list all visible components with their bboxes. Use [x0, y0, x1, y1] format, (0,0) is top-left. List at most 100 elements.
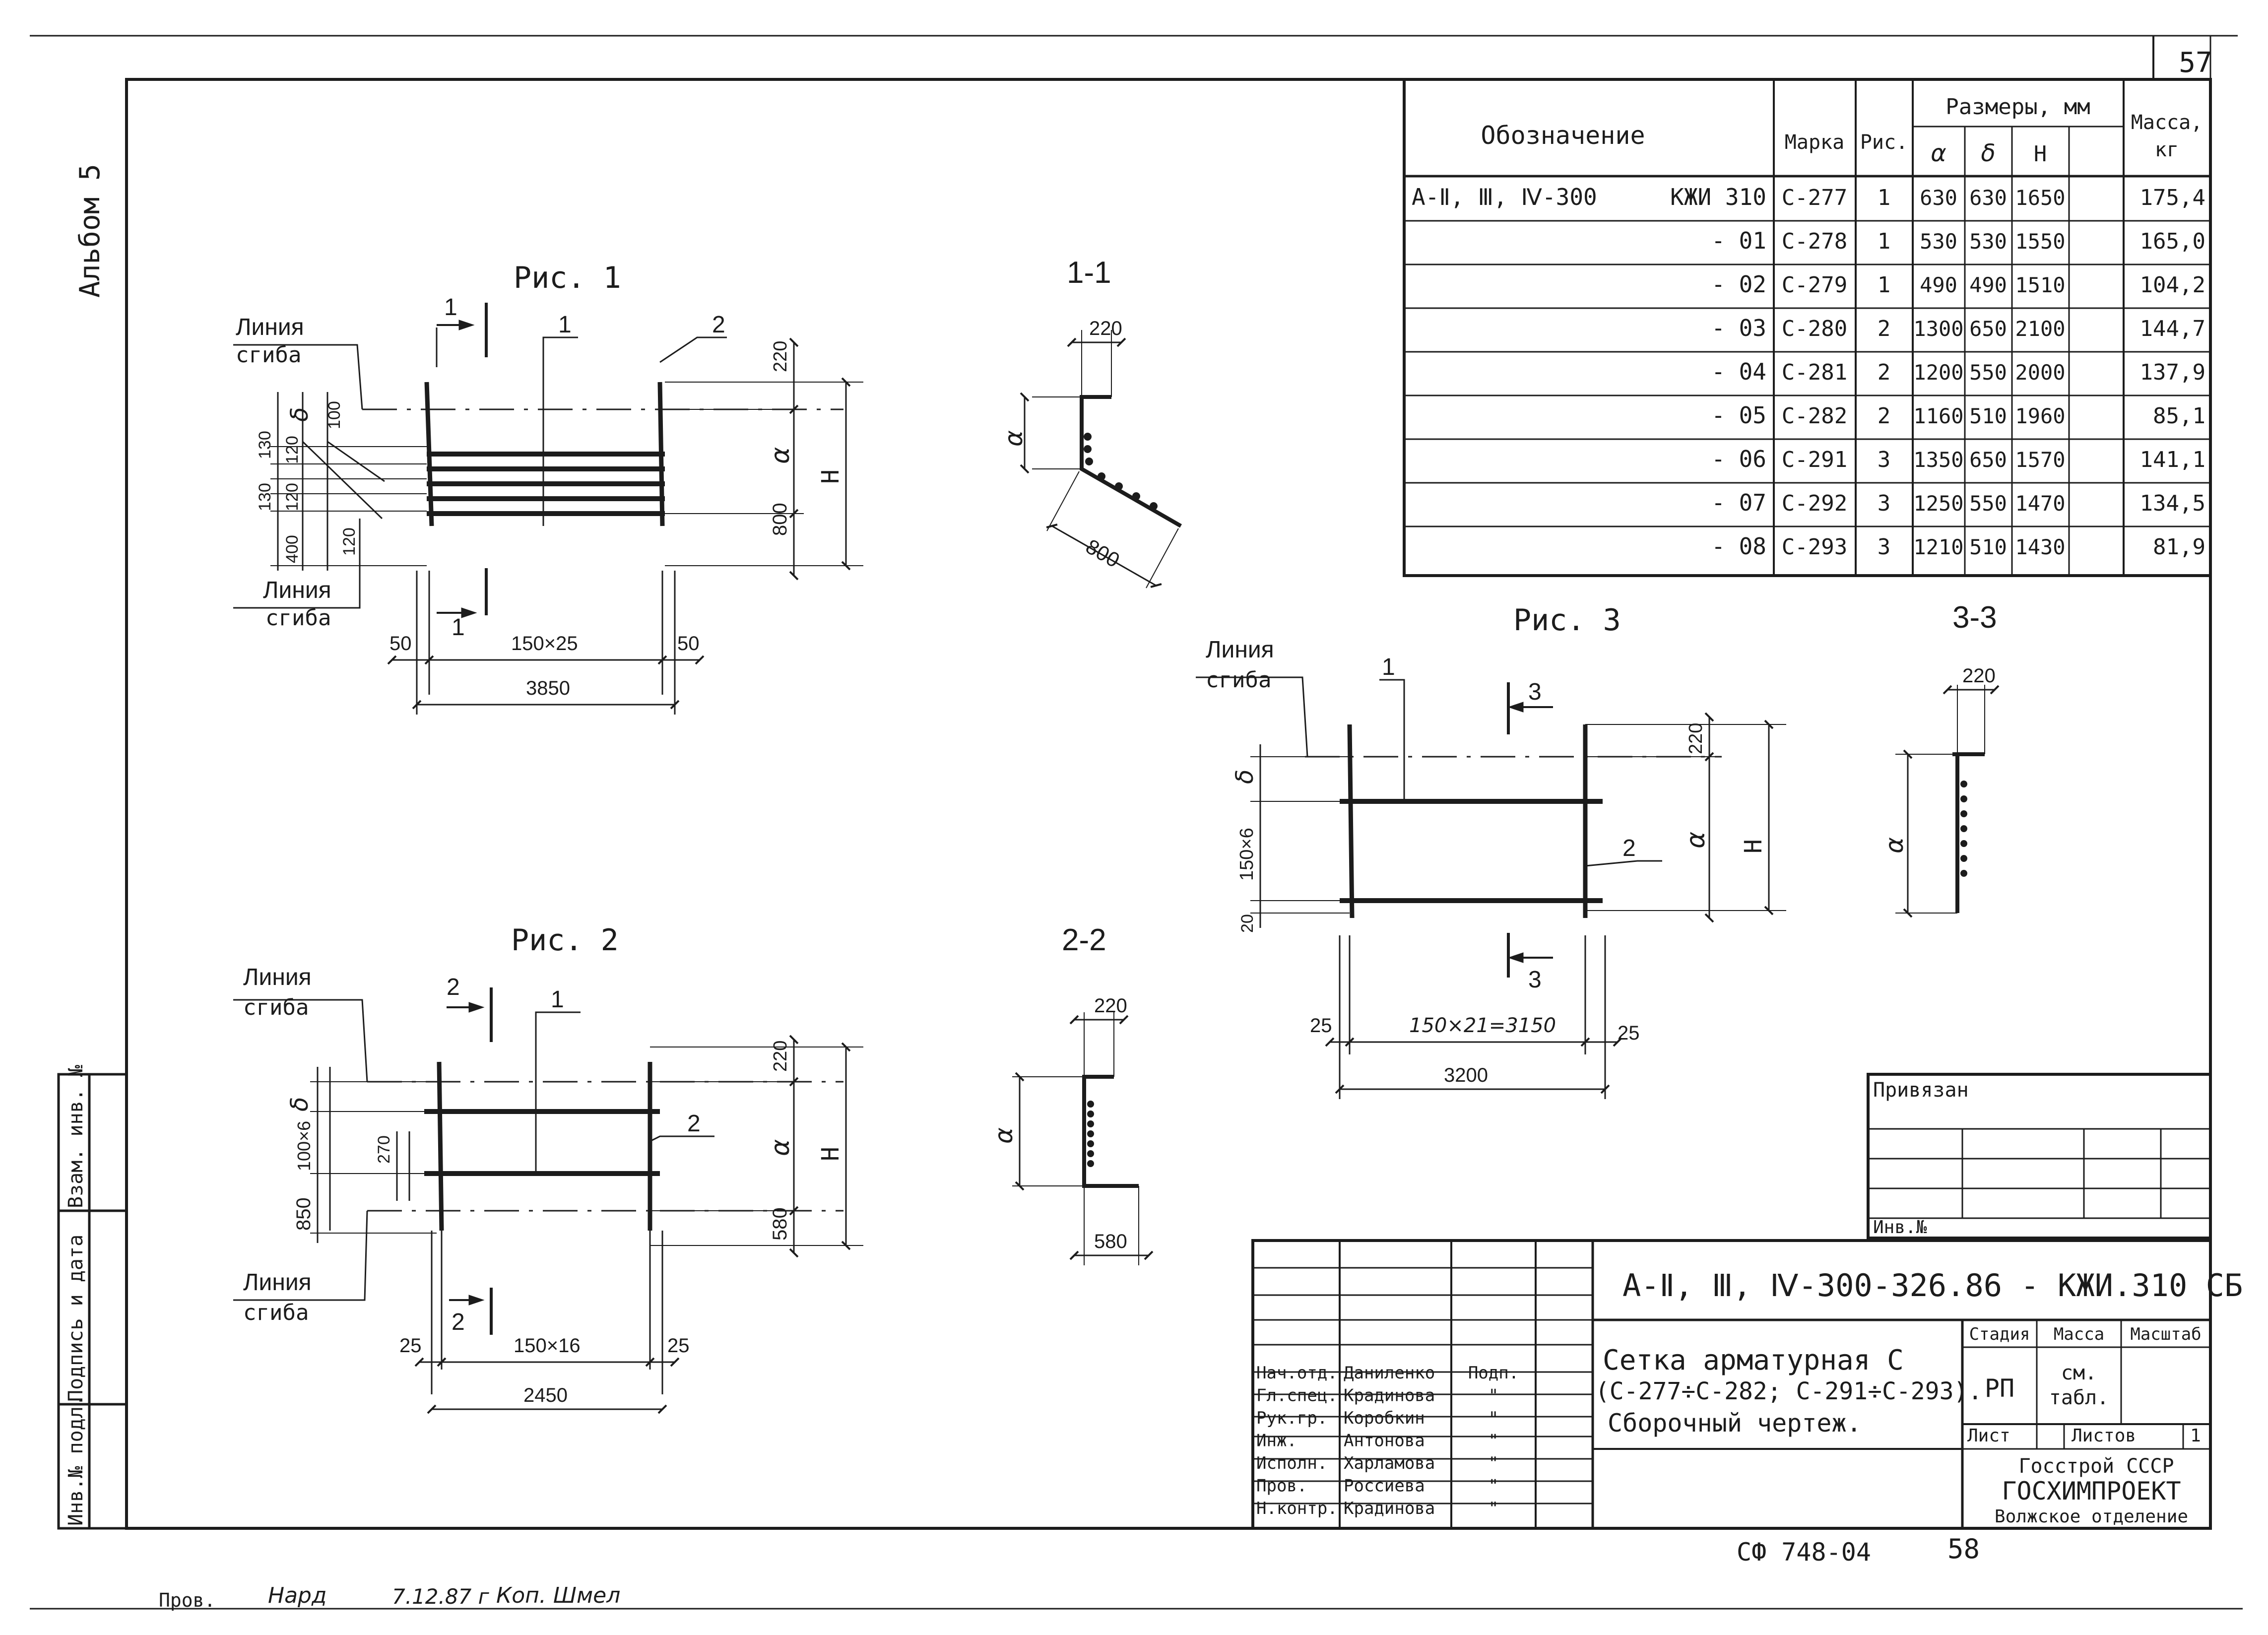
- spec-cell-fig: 2: [1878, 403, 1891, 429]
- fig3-section-bot: 3: [1528, 967, 1542, 993]
- page-number: 57: [2179, 47, 2212, 79]
- spec-cell-mark: С-278: [1782, 229, 1847, 254]
- spec-cell-h: 2100: [2015, 317, 2065, 341]
- title-mass-header: Масса: [2054, 1324, 2104, 1344]
- spec-cell-mass: 81,9: [2153, 534, 2205, 560]
- signer-name: Россиева: [1344, 1476, 1425, 1496]
- spec-cell-fig: 2: [1878, 316, 1891, 341]
- spec-cell-code: - 05: [1711, 402, 1766, 429]
- fig2-bend-top-1: Линия: [243, 964, 312, 990]
- sec11-dim-a: α: [999, 430, 1028, 447]
- signer-signature: ": [1489, 1408, 1498, 1428]
- signer-row: Рук.гр.Коробкин": [1256, 1408, 1498, 1428]
- spec-cell-h: 2000: [2015, 360, 2065, 385]
- spec-cell-code: - 01: [1711, 227, 1766, 254]
- side-sign-date: Подпись и дата: [65, 1235, 87, 1402]
- fig3-dim-25b: 25: [1618, 1022, 1640, 1044]
- spec-cell-fig: 2: [1878, 360, 1891, 385]
- fig1-dim-130a: 130: [256, 431, 274, 459]
- fig2-dim-270: 270: [375, 1135, 393, 1164]
- fig2-drawing: [233, 987, 863, 1414]
- fig2-dim-220: 220: [770, 1041, 791, 1072]
- fig2-bend-bot-2: сгиба: [243, 1300, 309, 1325]
- spec-cell-h: 1650: [2015, 186, 2065, 210]
- signer-row: Исполн.Харламова": [1256, 1453, 1498, 1473]
- spec-cell-code: - 06: [1711, 446, 1766, 472]
- fig2-dim-25a: 25: [399, 1335, 422, 1357]
- spec-cell-mass: 175,4: [2140, 185, 2205, 210]
- fig2-section-bot: 2: [452, 1309, 465, 1335]
- spec-cell-b: 650: [1969, 448, 2007, 472]
- spec-cell-a: 530: [1920, 229, 1957, 254]
- title-block-grid: [1251, 1239, 2212, 1530]
- spec-cell-fig: 1: [1878, 229, 1891, 254]
- fig3-bend-2: сгиба: [1206, 667, 1271, 693]
- side-stamp: [57, 1073, 128, 1530]
- spec-cell-mass: 137,9: [2140, 360, 2205, 385]
- spec-cell-mark: С-281: [1782, 360, 1847, 385]
- signer-role: Пров.: [1256, 1476, 1307, 1496]
- signer-name: Крадинова: [1344, 1386, 1435, 1406]
- spec-cell-fig: 3: [1878, 447, 1891, 472]
- sec11-title: 1-1: [1067, 256, 1111, 290]
- fig1-bend-bot-2: сгиба: [265, 605, 331, 631]
- sec22-dim-a: α: [989, 1127, 1018, 1144]
- spec-cell-h: 1570: [2015, 448, 2065, 472]
- spec-cell-designation: А-Ⅱ, Ⅲ, Ⅳ-300: [1412, 184, 1597, 210]
- signer-signature: ": [1489, 1453, 1498, 1473]
- check-note: Пров.: [159, 1589, 215, 1611]
- signer-name: Крадинова: [1344, 1499, 1435, 1518]
- spec-header-sizes: Размеры, мм: [1945, 94, 2090, 120]
- spec-cell-mass: 141,1: [2140, 447, 2205, 472]
- title-stage: РП: [1985, 1374, 2014, 1403]
- title-stage-header: Стадия: [1969, 1324, 2030, 1344]
- sec33-dim-220: 220: [1962, 665, 1996, 687]
- sec11-dim-800: 800: [1082, 534, 1124, 572]
- signer-name: Коробкин: [1344, 1408, 1425, 1428]
- spec-header-designation: Обозначение: [1481, 121, 1645, 150]
- spec-cell-b: 550: [1969, 491, 2007, 516]
- attach-inv: Инв.№: [1873, 1217, 1927, 1238]
- signer-row: Пров.Россиева": [1256, 1476, 1498, 1496]
- spec-cell-mark: С-277: [1782, 185, 1847, 210]
- fig3-callout-1: 1: [1382, 654, 1395, 680]
- fig1-dim-130b: 130: [256, 483, 274, 511]
- spec-cell-a: 490: [1920, 273, 1957, 297]
- spec-cell-mark: С-291: [1782, 447, 1847, 472]
- spec-cell-code: КЖИ 310: [1670, 184, 1766, 210]
- spec-header-mass-unit: кг: [2155, 138, 2179, 161]
- title-mass-2: табл.: [2049, 1386, 2109, 1409]
- fig1-dim-H: Н: [817, 469, 844, 484]
- spec-cell-h: 1960: [2015, 404, 2065, 428]
- sec22-dim-220: 220: [1094, 995, 1127, 1017]
- sec11-drawing: [1020, 330, 1182, 589]
- spec-cell-a: 1300: [1913, 317, 1963, 341]
- fig2-bend-bot-1: Линия: [243, 1269, 312, 1296]
- sec33-bar-dots: [1960, 781, 1967, 877]
- fig1-dim-total: 3850: [526, 677, 570, 699]
- fig1-bend-top-2: сгиба: [236, 342, 301, 368]
- spec-cell-a: 1250: [1913, 491, 1963, 516]
- fig2-dim-a: α: [766, 1139, 795, 1156]
- spec-header-mark: Марка: [1785, 131, 1844, 154]
- spec-cell-b: 530: [1969, 229, 2007, 254]
- sec22-drawing: [1012, 1012, 1154, 1265]
- spec-table-grid: [1403, 78, 2212, 577]
- fig2-bend-top-2: сгиба: [243, 995, 309, 1020]
- spec-cell-a: 630: [1920, 186, 1957, 210]
- spec-cell-fig: 1: [1878, 185, 1891, 210]
- spec-cell-b: 490: [1969, 273, 2007, 297]
- spec-header-h: Н: [2034, 141, 2047, 167]
- fig3-dim-25a: 25: [1310, 1015, 1332, 1037]
- attach-grid: [1867, 1073, 2212, 1240]
- spec-cell-fig: 3: [1878, 534, 1891, 560]
- signer-name: Антонова: [1344, 1431, 1425, 1451]
- spec-cell-code: - 03: [1711, 315, 1766, 341]
- fig1-section-bot: 1: [452, 614, 465, 641]
